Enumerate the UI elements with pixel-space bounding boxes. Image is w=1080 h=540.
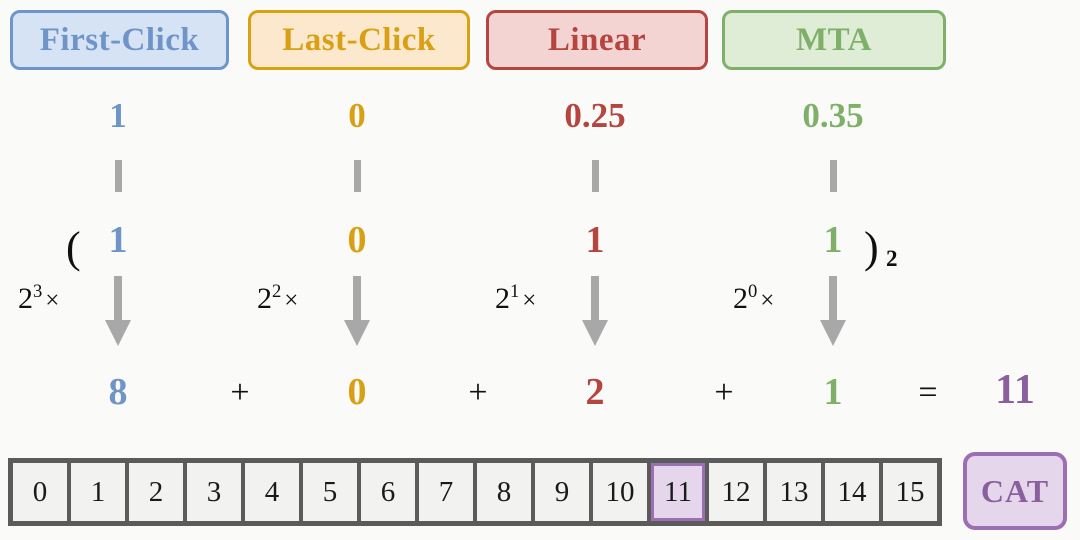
attribution-value-linear: 0.25: [564, 96, 626, 135]
down-arrow-icon: [816, 276, 850, 350]
channel-chip-label: MTA: [795, 21, 873, 58]
channel-chip-label: Last-Click: [282, 21, 436, 58]
times-symbol: ×: [45, 287, 60, 314]
attribution-value-mta: 0.35: [802, 96, 864, 135]
binary-digit-first-click: 1: [108, 219, 128, 261]
channel-chip-label: Linear: [547, 21, 647, 58]
times-symbol: ×: [522, 287, 537, 314]
plus-operator: +: [468, 374, 488, 411]
index-cell[interactable]: 1: [71, 463, 125, 521]
times-symbol: ×: [760, 287, 775, 314]
power-of-two-last-click: 22×: [257, 282, 298, 316]
channel-chip-label: First-Click: [39, 21, 200, 58]
attribution-value-last-click: 0: [348, 96, 366, 135]
index-cell[interactable]: 3: [187, 463, 241, 521]
power-exponent: 1: [510, 281, 520, 302]
binary-digit-linear: 1: [585, 219, 605, 261]
power-of-two-mta: 20×: [733, 282, 774, 316]
decimal-total: 11: [995, 367, 1035, 413]
connector-tick: [592, 160, 599, 192]
index-cell[interactable]: 13: [767, 463, 821, 521]
channel-chip-mta[interactable]: MTA: [722, 10, 946, 70]
index-cell-selected[interactable]: 11: [651, 463, 705, 521]
power-of-two-linear: 21×: [495, 282, 536, 316]
equals-operator: =: [918, 374, 938, 411]
connector-tick: [115, 160, 122, 192]
index-cell[interactable]: 14: [825, 463, 879, 521]
output-box-cat[interactable]: CAT: [963, 452, 1067, 530]
index-cell[interactable]: 9: [535, 463, 589, 521]
decimal-term-last-click: 0: [347, 371, 367, 413]
index-cell[interactable]: 0: [13, 463, 67, 521]
channel-chip-linear[interactable]: Linear: [486, 10, 708, 70]
binary-base-subscript: 2: [886, 246, 898, 271]
down-arrow-icon: [340, 276, 374, 350]
power-base: 2: [257, 282, 272, 315]
index-cell[interactable]: 4: [245, 463, 299, 521]
index-cell[interactable]: 8: [477, 463, 531, 521]
index-cell[interactable]: 7: [419, 463, 473, 521]
binary-digit-last-click: 0: [347, 219, 367, 261]
index-cell[interactable]: 2: [129, 463, 183, 521]
index-cell[interactable]: 6: [361, 463, 415, 521]
plus-operator: +: [714, 374, 734, 411]
power-base: 2: [18, 282, 33, 315]
decimal-term-mta: 1: [823, 371, 843, 413]
power-base: 2: [495, 282, 510, 315]
decimal-term-linear: 2: [585, 371, 605, 413]
down-arrow-icon: [101, 276, 135, 350]
power-base: 2: [733, 282, 748, 315]
down-arrow-icon: [578, 276, 612, 350]
index-cell[interactable]: 15: [883, 463, 937, 521]
index-cell[interactable]: 5: [303, 463, 357, 521]
attribution-value-first-click: 1: [109, 96, 127, 135]
decimal-term-first-click: 8: [108, 371, 128, 413]
connector-tick: [830, 160, 837, 192]
power-exponent: 3: [33, 281, 43, 302]
power-of-two-first-click: 23×: [18, 282, 59, 316]
times-symbol: ×: [284, 287, 299, 314]
plus-operator: +: [230, 374, 250, 411]
output-box-label: CAT: [980, 472, 1050, 509]
close-paren: ): [864, 223, 879, 272]
binary-digit-mta: 1: [823, 219, 843, 261]
index-cell[interactable]: 12: [709, 463, 763, 521]
channel-chip-first-click[interactable]: First-Click: [10, 10, 229, 70]
open-paren: (: [66, 223, 81, 272]
connector-tick: [354, 160, 361, 192]
power-exponent: 2: [272, 281, 282, 302]
channel-chip-last-click[interactable]: Last-Click: [248, 10, 470, 70]
index-cell[interactable]: 10: [593, 463, 647, 521]
power-exponent: 0: [748, 281, 758, 302]
